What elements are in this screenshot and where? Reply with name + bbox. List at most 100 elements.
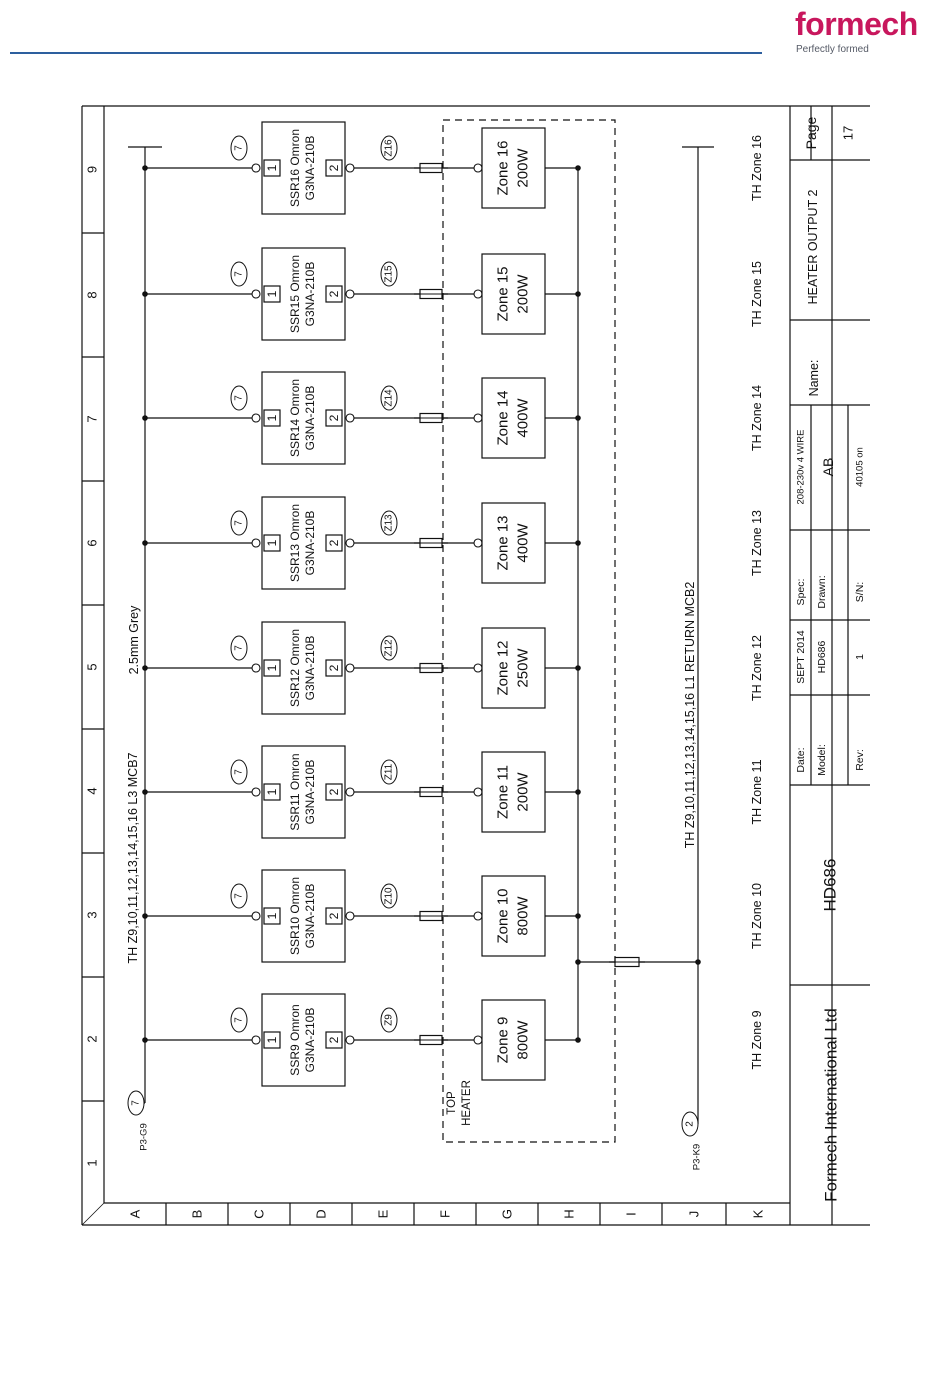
brand-tagline: Perfectly formed bbox=[796, 44, 869, 55]
ssr-model: G3NA-210B bbox=[303, 760, 317, 825]
ssr-terminal-1-box bbox=[263, 659, 281, 677]
zone-name: Zone 11 bbox=[495, 765, 512, 819]
name-label: Name: bbox=[807, 360, 821, 397]
zone-power: 200W bbox=[515, 772, 532, 812]
collector-junction bbox=[575, 1037, 581, 1043]
ssr-terminal-2: 2 bbox=[327, 164, 341, 171]
zone-input-terminal bbox=[473, 911, 483, 921]
collector-junction bbox=[575, 540, 581, 546]
ssr-input-wire-tag: 7 bbox=[234, 271, 245, 277]
collector-junction bbox=[575, 165, 581, 171]
return-wire-tag: 2 bbox=[685, 1121, 696, 1127]
ssr-terminal-1-box bbox=[263, 409, 281, 427]
zone-input-terminal bbox=[473, 163, 483, 173]
ssr-input-terminal bbox=[251, 787, 261, 797]
ssr-input-wire-tag-ring bbox=[230, 635, 248, 661]
page-label: Page bbox=[803, 116, 819, 149]
zone-wire-tag: Z15 bbox=[384, 265, 395, 283]
ssr-output-terminal bbox=[345, 413, 355, 423]
grid-number: 9 bbox=[85, 166, 100, 173]
top-heater-boundary bbox=[442, 119, 616, 1143]
zone-name: Zone 14 bbox=[495, 390, 512, 445]
ssr-terminal-2-box bbox=[325, 159, 343, 177]
supply-wire-tag-ring bbox=[127, 1090, 145, 1116]
zone-wire-tag-ring bbox=[380, 261, 398, 287]
ssr-output-terminal bbox=[345, 538, 355, 548]
ssr-input-wire-tag: 7 bbox=[234, 645, 245, 651]
zone-heater-block bbox=[481, 502, 546, 584]
ssr-input-wire-tag-ring bbox=[230, 261, 248, 287]
ssr-input-terminal bbox=[251, 538, 261, 548]
grid-letter: K bbox=[751, 1209, 766, 1218]
ssr-terminal-2-box bbox=[325, 534, 343, 552]
zone-heater-block bbox=[481, 627, 546, 709]
sn-label: S/N: bbox=[854, 582, 866, 602]
grid-number: 2 bbox=[85, 1035, 100, 1042]
supply-ref: P3-G9 bbox=[139, 1123, 150, 1150]
zone-wire-tag-ring bbox=[380, 759, 398, 785]
frame-corner-diagonal bbox=[81, 1202, 105, 1226]
thermostat-label: TH Zone 14 bbox=[750, 385, 764, 451]
zone-wire-tag: Z11 bbox=[384, 763, 395, 780]
ssr-terminal-1: 1 bbox=[265, 414, 279, 421]
ssr-input-wire-tag-ring bbox=[230, 1007, 248, 1033]
ssr-input-wire-tag: 7 bbox=[234, 395, 245, 401]
ssr-input-wire-tag: 7 bbox=[234, 893, 245, 899]
ssr-terminal-2: 2 bbox=[327, 664, 341, 671]
ssr-terminal-2-box bbox=[325, 783, 343, 801]
model-label: Model: bbox=[816, 744, 828, 776]
grid-number: 4 bbox=[85, 787, 100, 794]
model-value: HD686 bbox=[816, 640, 828, 673]
grid-number: 1 bbox=[85, 1159, 100, 1166]
zone-power: 800W bbox=[515, 1020, 532, 1060]
zone-wire-tag-ring bbox=[380, 883, 398, 909]
zone-name: Zone 10 bbox=[495, 888, 512, 943]
name-value: HEATER OUTPUT 2 bbox=[806, 190, 820, 305]
spec-label: Spec: bbox=[795, 579, 807, 606]
ssr-terminal-2-box bbox=[325, 285, 343, 303]
ssr-model: G3NA-210B bbox=[303, 262, 317, 327]
ssr-input-wire-tag-ring bbox=[230, 385, 248, 411]
ssr-terminal-2: 2 bbox=[327, 539, 341, 546]
grid-letter: A bbox=[128, 1209, 143, 1218]
zone-wire-tag-ring bbox=[380, 385, 398, 411]
ssr-terminal-1: 1 bbox=[265, 1036, 279, 1043]
thermostat-label: TH Zone 9 bbox=[750, 1010, 764, 1069]
ssr-terminal-1-box bbox=[263, 159, 281, 177]
thermostat-label: TH Zone 10 bbox=[750, 883, 764, 949]
zone-name: Zone 16 bbox=[495, 140, 512, 195]
ssr-input-wire-tag: 7 bbox=[234, 520, 245, 526]
ssr-model: G3NA-210B bbox=[303, 386, 317, 451]
ssr-terminal-1: 1 bbox=[265, 164, 279, 171]
zone-wire-tag: Z10 bbox=[384, 887, 395, 905]
ssr-terminal-1: 1 bbox=[265, 539, 279, 546]
return-wire-tag-ring bbox=[681, 1111, 699, 1137]
return-ref: P3-K9 bbox=[692, 1144, 703, 1170]
grid-letter: H bbox=[562, 1209, 577, 1218]
brand-name: formech bbox=[795, 6, 918, 42]
return-junction bbox=[695, 959, 701, 965]
ssr-terminal-1: 1 bbox=[265, 912, 279, 919]
grid-letter: G bbox=[500, 1209, 515, 1219]
zone-heater-block bbox=[481, 875, 546, 957]
zone-wire-tag: Z14 bbox=[384, 389, 395, 407]
ssr-terminal-2-box bbox=[325, 1031, 343, 1049]
ssr-model: G3NA-210B bbox=[303, 884, 317, 949]
ssr-input-wire-tag: 7 bbox=[234, 769, 245, 775]
zone-input-terminal bbox=[473, 787, 483, 797]
ssr-terminal-2: 2 bbox=[327, 788, 341, 795]
ssr-output-terminal bbox=[345, 1035, 355, 1045]
ssr-input-wire-tag-ring bbox=[230, 759, 248, 785]
zone-heater-block bbox=[481, 127, 546, 209]
drawn-label: Drawn: bbox=[816, 575, 828, 608]
ssr-input-terminal bbox=[251, 413, 261, 423]
thermostat-label: TH Zone 16 bbox=[750, 135, 764, 201]
ssr-input-wire-tag: 7 bbox=[234, 1017, 245, 1023]
wire-size-label: 2.5mm Grey bbox=[127, 605, 141, 675]
ssr-name: SSR9 Omron bbox=[288, 1004, 302, 1075]
rev-value: 1 bbox=[854, 654, 866, 660]
grid-number: 5 bbox=[85, 663, 100, 670]
zone-power: 400W bbox=[515, 398, 532, 438]
zone-heater-block bbox=[481, 999, 546, 1081]
zone-heater-block bbox=[481, 253, 546, 335]
